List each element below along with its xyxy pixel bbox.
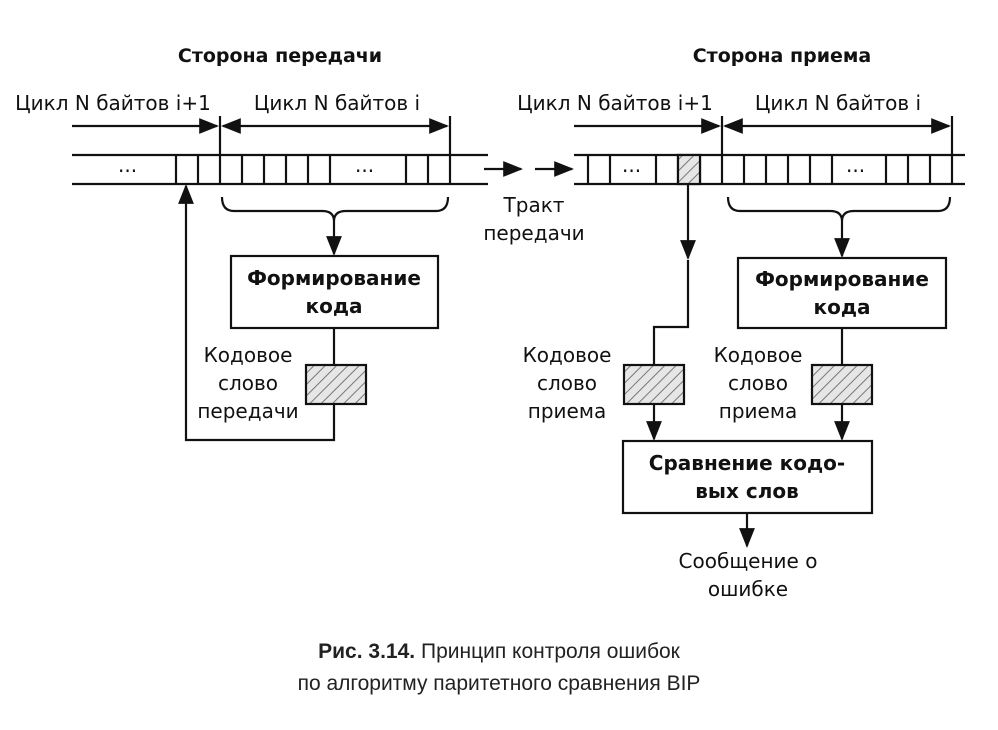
figure-caption-line1: Рис. 3.14. Принцип контроля ошибок	[0, 636, 998, 668]
error-message-line1: Сообщение о	[679, 549, 818, 573]
rx-received-codeword-line3: приема	[528, 399, 606, 423]
rx-code-form-line1: Формирование	[755, 267, 929, 291]
tx-ellipsis-right: ...	[355, 153, 374, 177]
tx-ellipsis-left: ...	[118, 153, 137, 177]
path-label-line2: передачи	[483, 221, 584, 245]
rx-received-codeword-line2: слово	[537, 371, 597, 395]
rx-ellipsis-left: ...	[622, 153, 641, 177]
tx-cycle-prev-label: Цикл N байтов i+1	[15, 91, 211, 115]
rx-code-form-line2: кода	[814, 295, 871, 319]
tx-code-form-line2: кода	[306, 294, 363, 318]
rx-cycle-cur-label: Цикл N байтов i	[755, 91, 921, 115]
rx-computed-codeword-box	[810, 363, 874, 406]
transmit-side-title: Сторона передачи	[178, 45, 382, 67]
rx-computed-codeword-line1: Кодовое	[714, 343, 803, 367]
caption-text-line1: Принцип контроля ошибок	[420, 640, 680, 663]
tx-codeword-line3: передачи	[197, 399, 298, 423]
tx-codeword-line1: Кодовое	[204, 343, 293, 367]
compare-line2: вых слов	[695, 479, 799, 503]
figure-caption-line2: по алгоритму паритетного сравнения BIP	[297, 672, 701, 695]
rx-cycle-prev-label: Цикл N байтов i+1	[517, 91, 713, 115]
rx-ellipsis-right: ...	[846, 153, 865, 177]
rx-computed-codeword-line2: слово	[728, 371, 788, 395]
path-label-line1: Тракт	[503, 193, 565, 217]
error-message-line2: ошибке	[708, 577, 788, 601]
received-bip-byte	[676, 153, 702, 186]
compare-line1: Сравнение кодо-	[649, 451, 845, 475]
rx-computed-codeword-line3: приема	[719, 399, 797, 423]
tx-cycle-cur-label: Цикл N байтов i	[254, 91, 420, 115]
rx-received-codeword-line1: Кодовое	[523, 343, 612, 367]
tx-codeword-box	[304, 363, 368, 406]
rx-received-codeword-box	[622, 363, 686, 406]
tx-codeword-line2: слово	[218, 371, 278, 395]
tx-code-form-line1: Формирование	[247, 266, 421, 290]
figure-number: Рис. 3.14.	[318, 640, 416, 663]
receive-side-title: Сторона приема	[693, 45, 872, 67]
